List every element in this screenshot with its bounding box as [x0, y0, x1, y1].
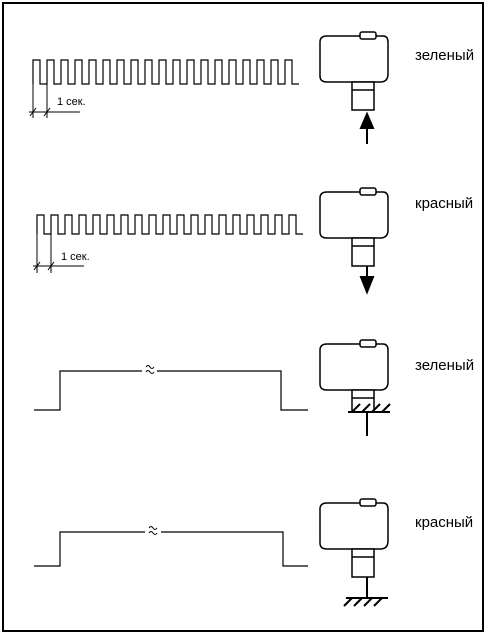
- pulse-wave: [32, 59, 299, 85]
- pulse-train-1: [32, 59, 299, 85]
- period-label-2: 1 сек.: [61, 251, 90, 263]
- led-color-label-1: зеленый: [415, 47, 475, 64]
- device-4: [319, 498, 389, 578]
- ground-icon: [343, 577, 388, 607]
- pulse-wave: [36, 214, 303, 235]
- steady-signal-4: [34, 526, 308, 567]
- steady-signal-3: [34, 365, 308, 411]
- led-color-label-4: красный: [415, 514, 474, 531]
- arrow-up-icon: [359, 111, 375, 144]
- timing-markers-1: [29, 84, 80, 118]
- led-color-label-2: красный: [415, 195, 474, 212]
- led-color-label-3: зеленый: [415, 357, 475, 374]
- device-3: [319, 339, 389, 413]
- device-1: [319, 31, 389, 111]
- timing-markers-2: [33, 234, 84, 273]
- diagram-frame: [2, 2, 484, 632]
- pulse-train-2: [36, 214, 303, 235]
- device-2: [319, 187, 389, 267]
- ground-cross-icon: [348, 403, 391, 436]
- arrow-down-icon: [359, 266, 375, 295]
- period-label-1: 1 сек.: [57, 96, 86, 108]
